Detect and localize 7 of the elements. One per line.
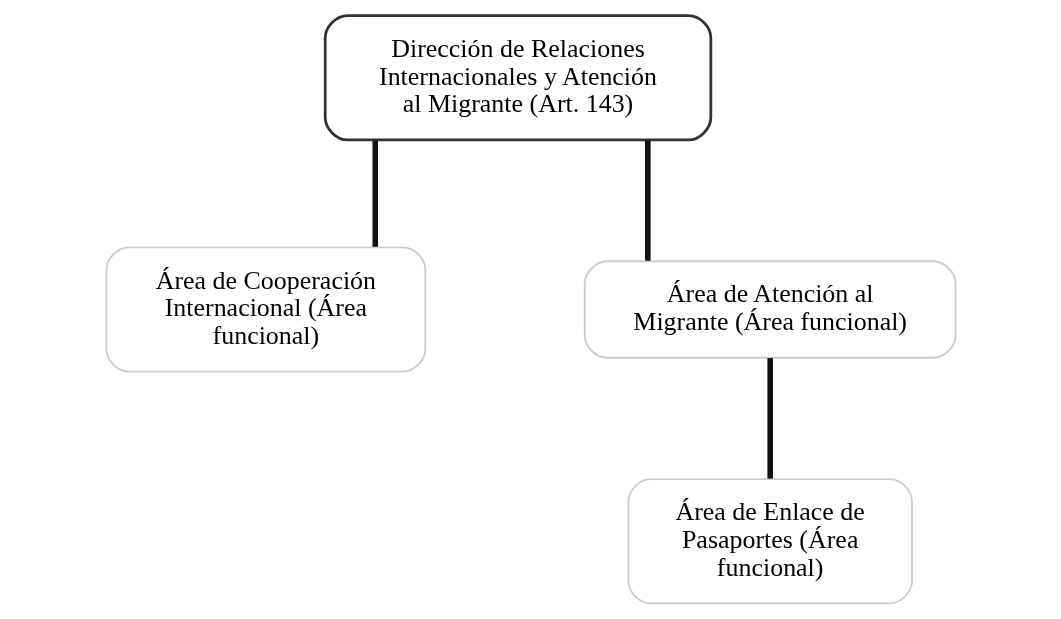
connector	[644, 140, 651, 261]
node-box: Dirección de Relaciones Internacionales y Atención al Migrante (Art. 143)	[323, 14, 712, 142]
node-box: Área de Enlace de Pasaportes (Área funcional)	[626, 478, 913, 605]
connector	[766, 358, 773, 479]
node-box: Área de Atención al Migrante (Área funcional)	[583, 260, 956, 359]
connector	[372, 140, 378, 247]
node-box: Área de Cooperación Internacional (Área funcional)	[105, 246, 426, 373]
